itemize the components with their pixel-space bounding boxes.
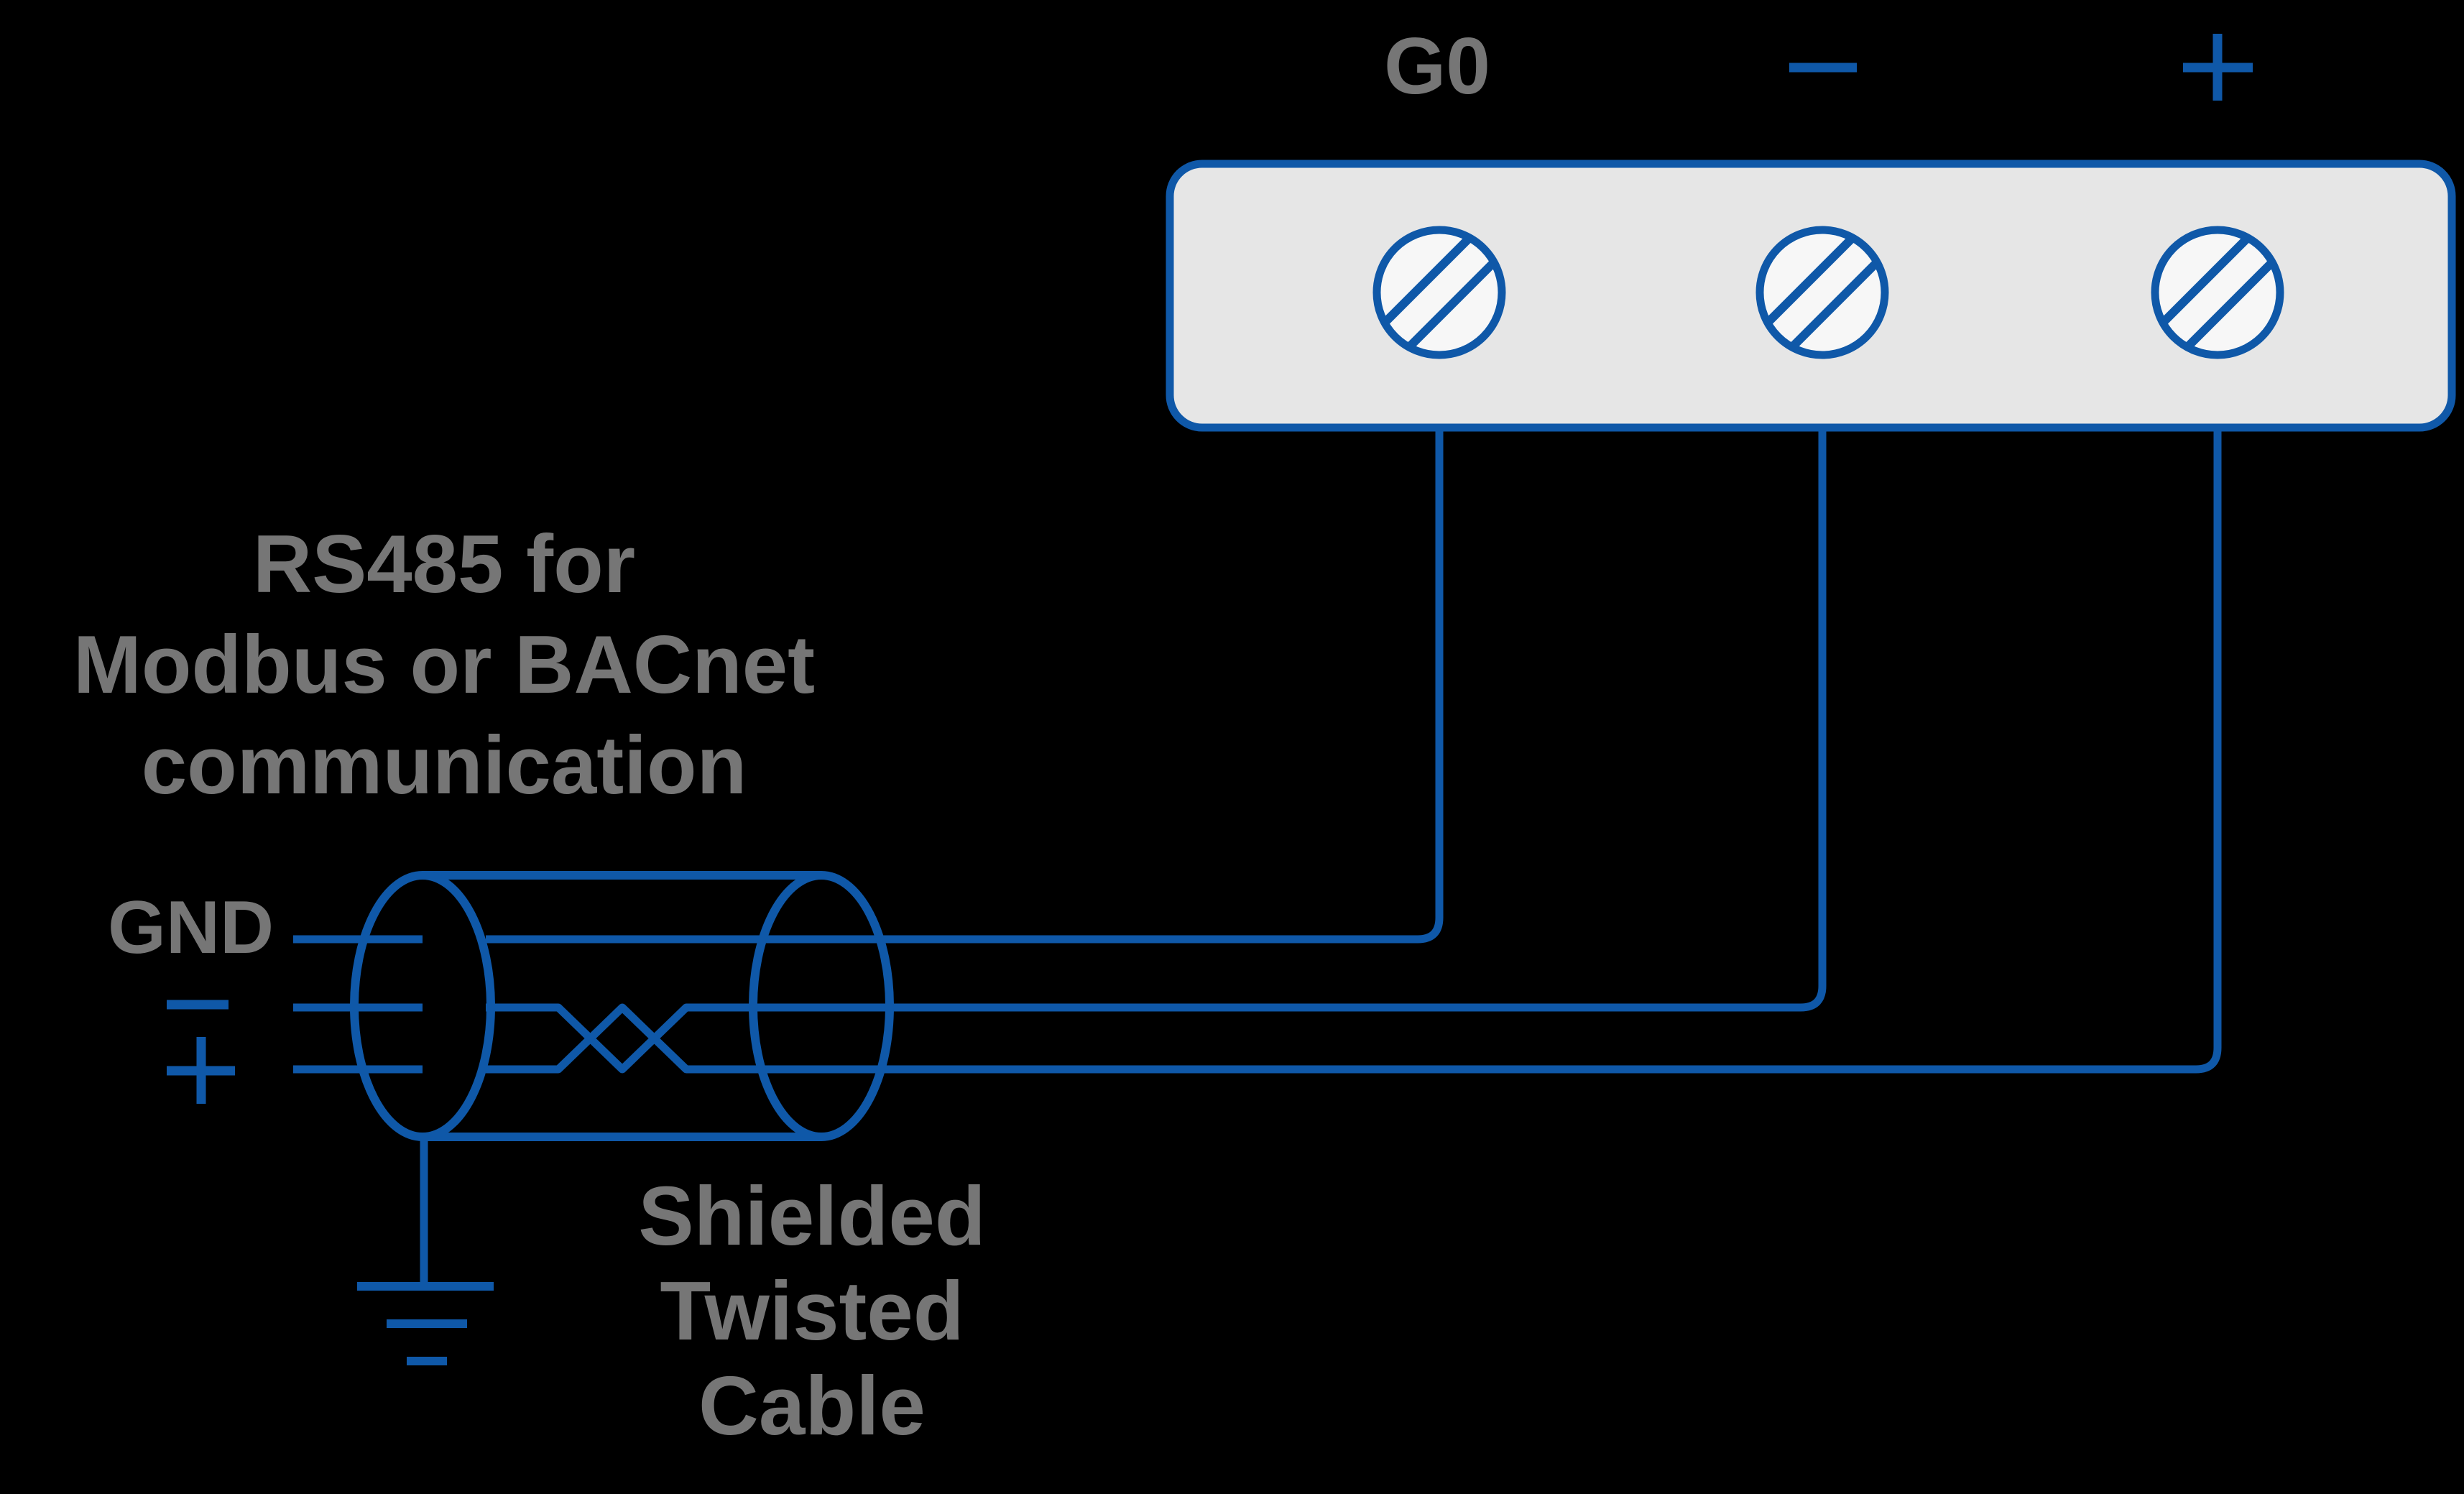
terminal-plus-icon <box>2183 34 2253 101</box>
screw-slot-line <box>1790 260 1879 349</box>
earth-ground-icon <box>357 1137 494 1365</box>
screw-head-icon <box>1372 226 1506 359</box>
cable-right-ellipse <box>749 871 894 1141</box>
title-line-1: RS485 for <box>252 519 636 610</box>
screw-slot-line <box>1407 260 1496 349</box>
screw-terminal-plus <box>2151 226 2284 359</box>
screw-head-icon <box>1755 226 1889 359</box>
caption-line-1: Shielded <box>638 1169 986 1263</box>
caption-line-2: Twisted <box>660 1264 964 1357</box>
screw-slot-line <box>2161 236 2250 325</box>
diagram-title: RS485 for Modbus or BACnet communication <box>0 515 888 816</box>
cable-caption: Shielded Twisted Cable <box>559 1168 1065 1453</box>
plus-wire <box>486 420 2222 1074</box>
cable-gnd-label: GND <box>108 886 274 969</box>
terminal-g0-label: G0 <box>1383 22 1491 111</box>
gnd-wire <box>486 420 1444 944</box>
screw-slot-line <box>2185 260 2274 349</box>
cable-plus-icon <box>167 1037 235 1104</box>
screw-terminal-g0 <box>1372 226 1506 359</box>
screw-head-icon <box>2151 226 2284 359</box>
caption-line-3: Cable <box>698 1359 926 1452</box>
screw-slot-line <box>1766 236 1855 325</box>
title-line-2: Modbus or BACnet <box>73 619 816 711</box>
screw-terminal-minus <box>1755 226 1889 359</box>
screw-slot-line <box>1383 236 1472 325</box>
title-line-3: communication <box>141 720 747 811</box>
